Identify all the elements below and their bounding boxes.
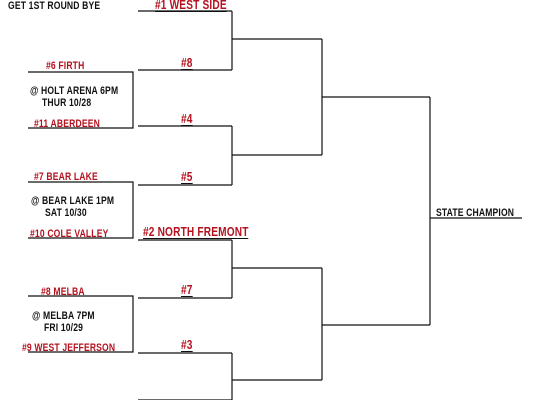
seed-2-north-fremont[interactable]: #2 NORTH FREMONT: [143, 224, 249, 239]
game3-date: FRI 10/29: [44, 322, 84, 334]
game2-date: SAT 10/30: [45, 207, 87, 219]
game2-bottom-team[interactable]: #10 COLE VALLEY: [30, 228, 109, 240]
game2-venue: @ BEAR LAKE 1PM: [31, 195, 115, 207]
seed-3[interactable]: #3: [181, 337, 193, 352]
game2-top-team[interactable]: #7 BEAR LAKE: [34, 171, 98, 183]
bye-note: GET 1ST ROUND BYE: [8, 0, 101, 12]
seed-5[interactable]: #5: [181, 169, 193, 184]
state-champion-label: STATE CHAMPION: [436, 207, 515, 219]
game1-venue: @ HOLT ARENA 6PM: [30, 85, 119, 97]
game3-top-team[interactable]: #8 MELBA: [41, 286, 85, 298]
game1-bottom-team[interactable]: #11 ABERDEEN: [34, 118, 100, 130]
game1-top-team[interactable]: #6 FIRTH: [46, 60, 85, 72]
seed-8-slot[interactable]: #8: [181, 55, 193, 70]
seed-4[interactable]: #4: [181, 111, 193, 126]
game3-venue: @ MELBA 7PM: [32, 310, 95, 322]
seed-7-slot[interactable]: #7: [181, 282, 193, 297]
game1-date: THUR 10/28: [42, 97, 92, 109]
seed-1-west-side[interactable]: #1 WEST SIDE: [155, 0, 227, 12]
game3-bottom-team[interactable]: #9 WEST JEFFERSON: [22, 342, 116, 354]
